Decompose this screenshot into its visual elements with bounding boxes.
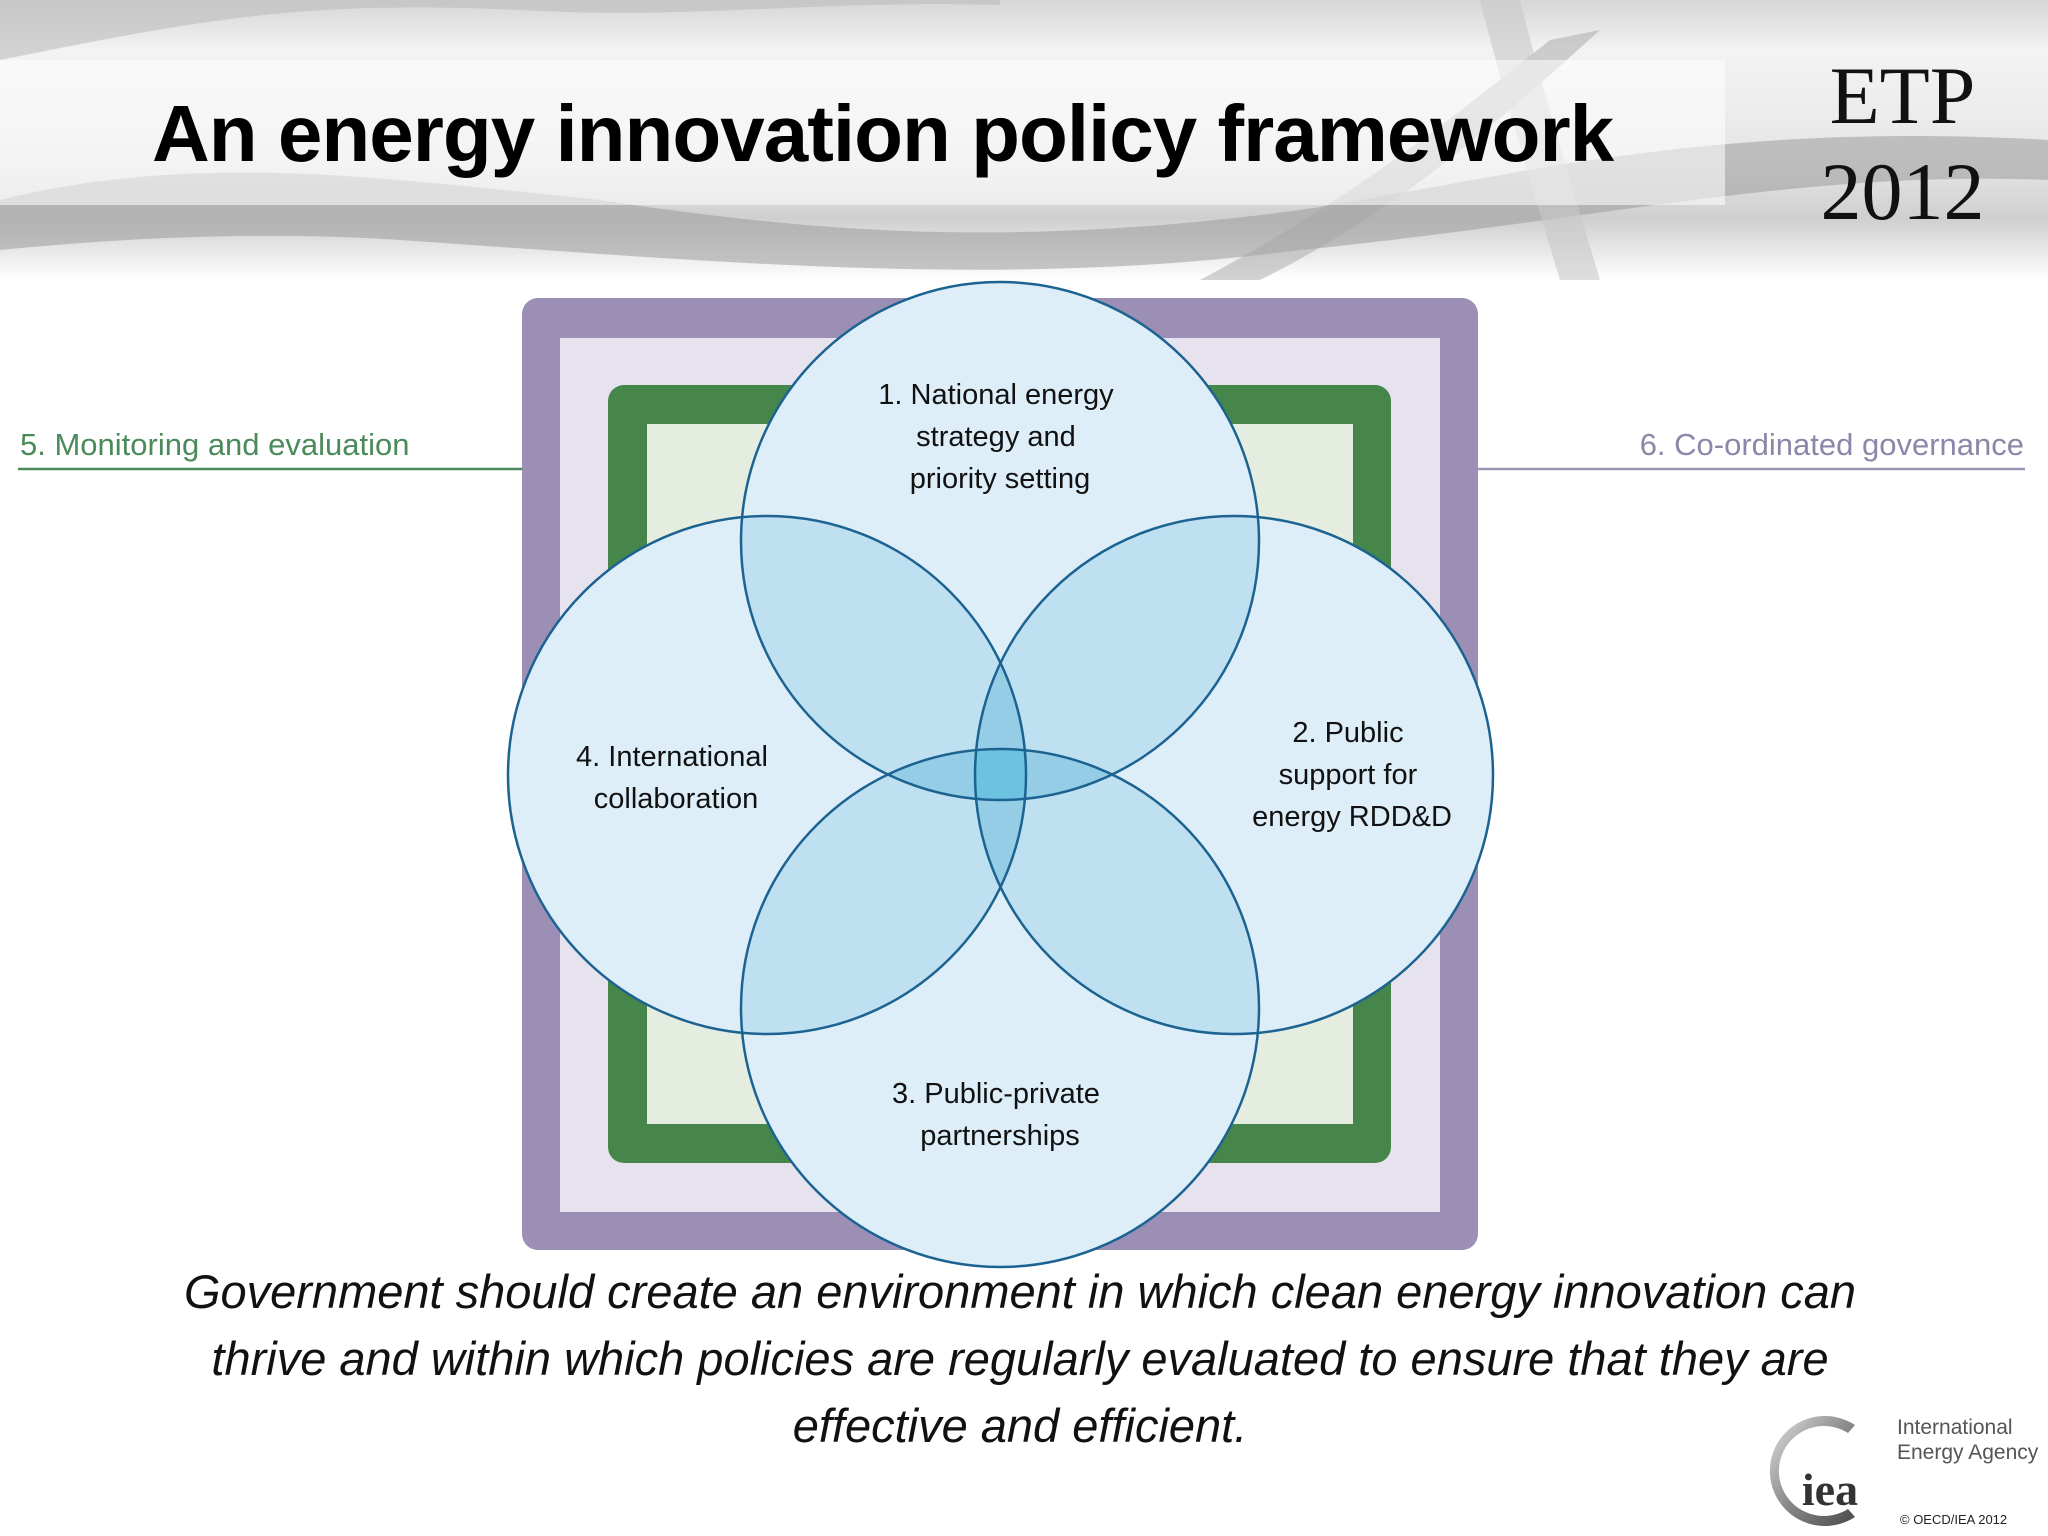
caption-line-1: Government should create an environment … — [183, 1265, 1857, 1318]
circle-outlines — [506, 280, 1495, 1269]
circle-1-label: 1. National energy strategy and priority… — [878, 379, 1121, 495]
coordinated-governance-label: 6. Co-ordinated governance — [1639, 427, 2024, 462]
badge-line-1: ETP — [1829, 50, 1976, 141]
iea-organization-name: International Energy Agency — [1897, 1416, 2039, 1464]
slide-caption: Government should create an environment … — [60, 1258, 1980, 1459]
copyright-notice: © OECD/IEA 2012 — [1900, 1512, 2008, 1527]
circle-4-label: 4. International collaboration — [576, 741, 776, 815]
slide-header: An energy innovation policy framework ET… — [0, 0, 2048, 280]
caption-line-2: thrive and within which policies are reg… — [211, 1332, 1829, 1385]
etp-2012-badge: ETP 2012 — [1790, 48, 2015, 240]
badge-line-2: 2012 — [1820, 146, 1985, 237]
circle-3-label: 3. Public-private partnerships — [892, 1078, 1108, 1152]
svg-text:iea: iea — [1802, 1464, 1858, 1515]
slide-title: An energy innovation policy framework — [152, 89, 1614, 178]
iea-logo-icon: iea — [1769, 1416, 1858, 1526]
monitoring-evaluation-label: 5. Monitoring and evaluation — [20, 427, 410, 462]
circle-2-label: 2. Public support for energy RDD&D — [1252, 717, 1452, 833]
title-band — [0, 60, 1725, 205]
caption-line-3: effective and efficient. — [792, 1399, 1248, 1452]
